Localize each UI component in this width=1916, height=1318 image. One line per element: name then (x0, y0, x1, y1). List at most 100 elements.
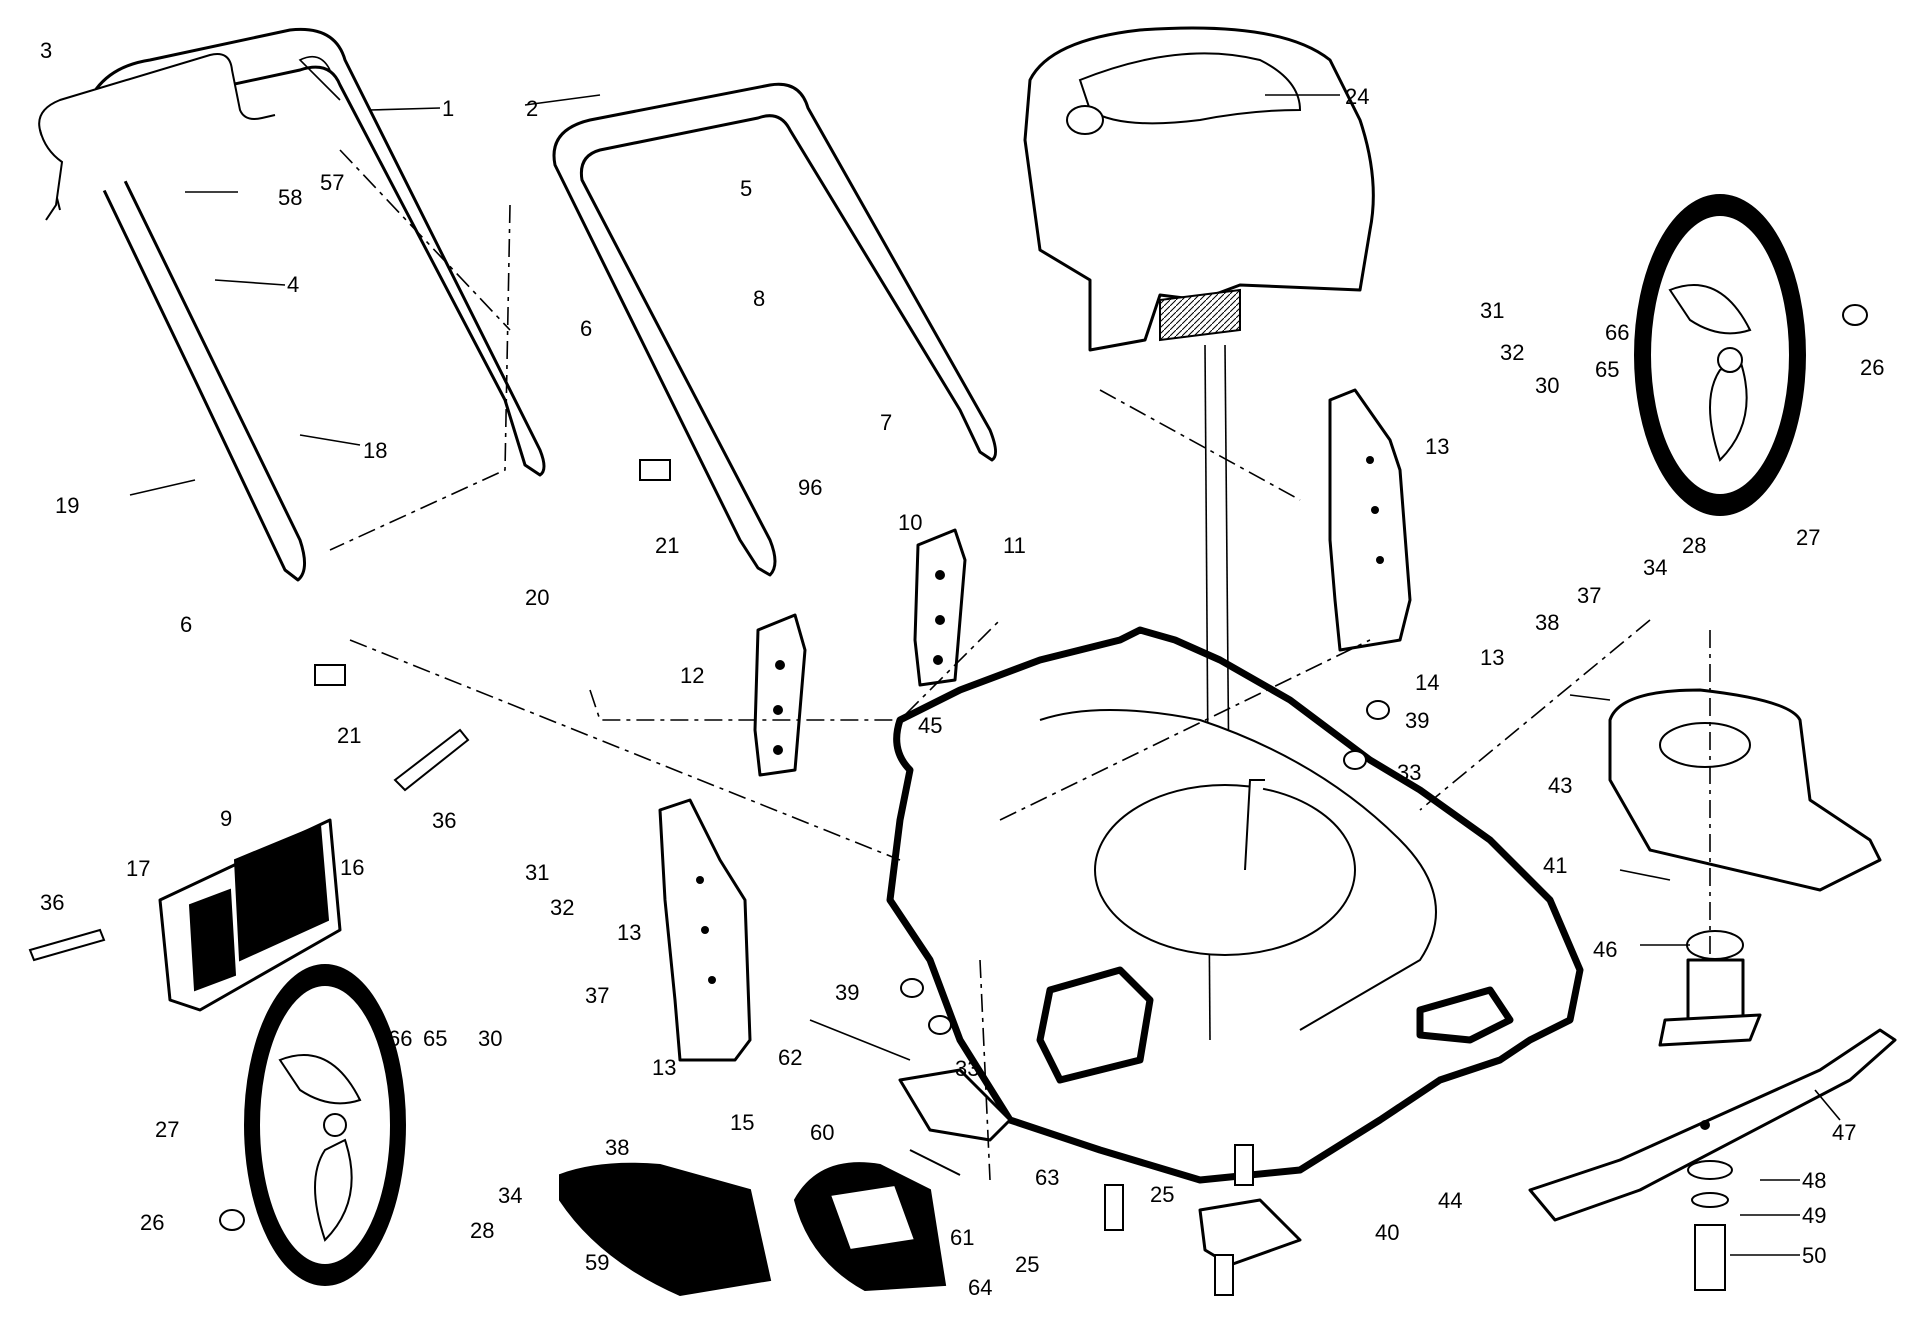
control-bar-part-3 (38, 53, 276, 221)
blade-adapter-part-46 (1658, 930, 1762, 1047)
washer-part-39 (900, 700, 1390, 998)
callout-20: 20 (525, 585, 549, 610)
callout-57: 57 (320, 170, 344, 195)
callout-60: 60 (810, 1120, 834, 1145)
callout-32b: 32 (550, 895, 574, 920)
callout-40: 40 (1375, 1220, 1399, 1245)
hinge-part-60 (898, 1068, 1012, 1142)
deflector-part-59 (559, 1162, 772, 1297)
callout-31a: 31 (1480, 298, 1504, 323)
callout-25b: 25 (1015, 1252, 1039, 1277)
callout-13a: 13 (1425, 434, 1449, 459)
callout-8: 8 (753, 286, 765, 311)
callout-66b: 66 (388, 1026, 412, 1051)
callout-34b: 34 (498, 1183, 522, 1208)
washer-part-33 (928, 750, 1367, 1035)
callout-39b: 39 (835, 980, 859, 1005)
callout-44: 44 (1438, 1188, 1462, 1213)
callout-labels: 1 2 3 4 5 6 6 7 8 9 10 11 12 13 13 13 13… (40, 38, 1884, 1300)
callout-64: 64 (968, 1275, 992, 1300)
callout-33b: 33 (955, 1056, 979, 1081)
callout-32a: 32 (1500, 340, 1524, 365)
height-bracket-part-14 (1328, 388, 1412, 652)
bracket-part-40 (1198, 1198, 1302, 1267)
callout-38b: 38 (605, 1135, 629, 1160)
bolt-part-36 (28, 728, 470, 962)
callout-13b: 13 (1480, 645, 1504, 670)
leader-lines (129, 94, 1841, 1256)
callout-39a: 39 (1405, 708, 1429, 733)
spring-part-61 (909, 1149, 961, 1176)
callout-50: 50 (1802, 1243, 1826, 1268)
callout-62: 62 (778, 1045, 802, 1070)
callout-17: 17 (126, 856, 150, 881)
callout-14: 14 (1415, 670, 1439, 695)
callout-27b: 27 (155, 1117, 179, 1142)
callout-10: 10 (898, 510, 922, 535)
callout-21b: 21 (337, 723, 361, 748)
callout-11: 11 (1003, 533, 1026, 558)
nut-part-26 (219, 304, 1868, 1231)
callout-2: 2 (526, 96, 538, 121)
plate-part-11 (913, 528, 967, 687)
callout-26b: 26 (140, 1210, 164, 1235)
callout-18: 18 (363, 438, 387, 463)
callout-30a: 30 (1535, 373, 1559, 398)
callout-59: 59 (585, 1250, 609, 1275)
callout-49: 49 (1802, 1203, 1826, 1228)
callout-15: 15 (730, 1110, 754, 1135)
callout-7: 7 (880, 410, 892, 435)
callout-36a: 36 (432, 808, 456, 833)
callout-61: 61 (950, 1225, 974, 1250)
callout-63: 63 (1035, 1165, 1059, 1190)
callout-58: 58 (278, 185, 302, 210)
callout-96: 96 (798, 475, 822, 500)
callout-9: 9 (220, 806, 232, 831)
lower-handle-part-2 (552, 82, 997, 577)
callout-37a: 37 (1577, 583, 1601, 608)
engine-part-24 (1023, 26, 1375, 1041)
callout-25a: 25 (1150, 1182, 1174, 1207)
callout-48: 48 (1802, 1168, 1826, 1193)
callout-28a: 28 (1682, 533, 1706, 558)
callout-26a: 26 (1860, 355, 1884, 380)
callout-24: 24 (1345, 84, 1369, 109)
callout-41: 41 (1543, 853, 1567, 878)
callout-65b: 65 (423, 1026, 447, 1051)
callout-33a: 33 (1397, 760, 1421, 785)
rod-part-62 (809, 1019, 911, 1061)
front-wheel-left-part-27 (244, 964, 406, 1286)
callout-13d: 13 (652, 1055, 676, 1080)
callout-47: 47 (1832, 1120, 1856, 1145)
callout-36b: 36 (40, 890, 64, 915)
washer-part-48 (1687, 1160, 1733, 1180)
callout-66a: 66 (1605, 320, 1629, 345)
discharge-plug-part-43 (1608, 688, 1882, 892)
callout-45: 45 (918, 713, 942, 738)
mower-deck-part-44 (886, 626, 1584, 1184)
callout-34a: 34 (1643, 555, 1667, 580)
callout-5: 5 (740, 176, 752, 201)
callout-30b: 30 (478, 1026, 502, 1051)
callout-43: 43 (1548, 773, 1572, 798)
callout-27a: 27 (1796, 525, 1820, 550)
callout-6a: 6 (580, 316, 592, 341)
callout-31b: 31 (525, 860, 549, 885)
washer-part-49 (1691, 1192, 1729, 1208)
callout-28b: 28 (470, 1218, 494, 1243)
callout-12: 12 (680, 663, 704, 688)
rear-flap-part-9 (158, 818, 342, 1012)
callout-21a: 21 (655, 533, 679, 558)
height-bracket-part-15 (658, 798, 752, 1062)
plate-part-12 (753, 613, 807, 777)
callout-6b: 6 (180, 612, 192, 637)
callout-13c: 13 (617, 920, 641, 945)
callout-19: 19 (55, 493, 79, 518)
callout-65a: 65 (1595, 357, 1619, 382)
callout-3: 3 (40, 38, 52, 63)
callout-38a: 38 (1535, 610, 1559, 635)
callout-46: 46 (1593, 937, 1617, 962)
bolt-part-21 (314, 459, 671, 686)
blade-part-47 (1528, 1028, 1897, 1222)
